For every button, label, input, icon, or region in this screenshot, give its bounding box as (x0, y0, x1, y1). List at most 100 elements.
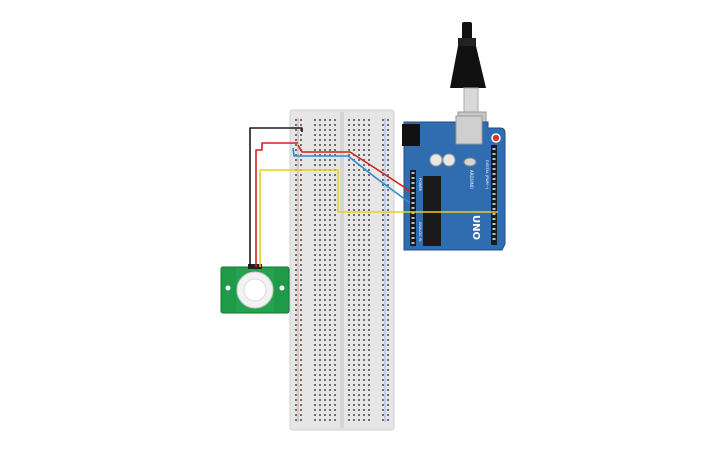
breadboard-hole (300, 204, 302, 206)
breadboard-hole (334, 219, 336, 221)
breadboard-hole (368, 179, 370, 181)
arduino-digital-label: DIGITAL (PWM~) (485, 160, 489, 190)
breadboard-hole (314, 274, 316, 276)
breadboard-hole (358, 184, 360, 186)
breadboard-hole (368, 399, 370, 401)
breadboard-hole (348, 404, 350, 406)
breadboard-hole (358, 204, 360, 206)
breadboard-hole (353, 124, 355, 126)
breadboard-hole (368, 374, 370, 376)
breadboard-hole (358, 404, 360, 406)
breadboard-hole (329, 139, 331, 141)
breadboard-hole (314, 209, 316, 211)
breadboard-hole (295, 259, 297, 261)
header-pin (411, 227, 415, 229)
breadboard-hole (387, 344, 389, 346)
breadboard-hole (334, 339, 336, 341)
breadboard-hole (295, 309, 297, 311)
breadboard-hole (300, 249, 302, 251)
breadboard-hole (387, 224, 389, 226)
breadboard-hole (382, 194, 384, 196)
breadboard-hole (382, 189, 384, 191)
breadboard-hole (295, 134, 297, 136)
breadboard-hole (387, 294, 389, 296)
breadboard-hole (387, 144, 389, 146)
breadboard-hole (319, 229, 321, 231)
breadboard-hole (329, 154, 331, 156)
breadboard-hole (348, 199, 350, 201)
breadboard-hole (368, 369, 370, 371)
breadboard-hole (348, 354, 350, 356)
breadboard-hole (295, 319, 297, 321)
breadboard-hole (348, 324, 350, 326)
breadboard-hole (300, 184, 302, 186)
breadboard-hole (353, 144, 355, 146)
breadboard-hole (295, 214, 297, 216)
breadboard-hole (382, 264, 384, 266)
breadboard-hole (314, 304, 316, 306)
breadboard-hole (319, 374, 321, 376)
breadboard-hole (319, 384, 321, 386)
breadboard-hole (324, 384, 326, 386)
breadboard-hole (324, 344, 326, 346)
breadboard-hole (324, 299, 326, 301)
breadboard-hole (353, 194, 355, 196)
breadboard-hole (363, 139, 365, 141)
breadboard-hole (295, 414, 297, 416)
breadboard-hole (295, 279, 297, 281)
breadboard-hole (358, 179, 360, 181)
breadboard-hole (300, 144, 302, 146)
breadboard-hole (363, 274, 365, 276)
breadboard-hole (300, 274, 302, 276)
breadboard-hole (382, 389, 384, 391)
breadboard-hole (319, 154, 321, 156)
breadboard-hole (387, 169, 389, 171)
breadboard-hole (358, 379, 360, 381)
breadboard-hole (382, 179, 384, 181)
breadboard-hole (334, 154, 336, 156)
breadboard-hole (348, 329, 350, 331)
breadboard-hole (368, 329, 370, 331)
breadboard-hole (324, 204, 326, 206)
breadboard-hole (295, 194, 297, 196)
breadboard-hole (324, 364, 326, 366)
breadboard-hole (314, 164, 316, 166)
breadboard-hole (319, 214, 321, 216)
breadboard-hole (358, 119, 360, 121)
breadboard-hole (324, 124, 326, 126)
breadboard-hole (363, 174, 365, 176)
breadboard-hole (387, 254, 389, 256)
breadboard-hole (300, 299, 302, 301)
breadboard-hole (324, 119, 326, 121)
breadboard-hole (382, 144, 384, 146)
breadboard-hole (329, 339, 331, 341)
breadboard-hole (348, 184, 350, 186)
breadboard-hole (300, 254, 302, 256)
breadboard-hole (353, 274, 355, 276)
breadboard-hole (334, 399, 336, 401)
breadboard-hole (300, 234, 302, 236)
breadboard-hole (314, 144, 316, 146)
breadboard-hole (382, 139, 384, 141)
breadboard-hole (314, 394, 316, 396)
breadboard-hole (314, 284, 316, 286)
breadboard-hole (324, 339, 326, 341)
breadboard-hole (295, 409, 297, 411)
breadboard-hole (358, 389, 360, 391)
breadboard-hole (300, 364, 302, 366)
breadboard-hole (363, 254, 365, 256)
reset-button[interactable] (491, 133, 501, 143)
header-pin (411, 192, 415, 194)
breadboard-hole (300, 124, 302, 126)
breadboard-hole (382, 369, 384, 371)
breadboard-hole (363, 164, 365, 166)
breadboard-hole (358, 249, 360, 251)
breadboard-hole (363, 334, 365, 336)
breadboard-hole (295, 119, 297, 121)
breadboard-hole (300, 189, 302, 191)
breadboard-hole (358, 279, 360, 281)
breadboard-hole (363, 229, 365, 231)
breadboard-hole (368, 394, 370, 396)
breadboard-hole (319, 324, 321, 326)
breadboard-hole (334, 279, 336, 281)
